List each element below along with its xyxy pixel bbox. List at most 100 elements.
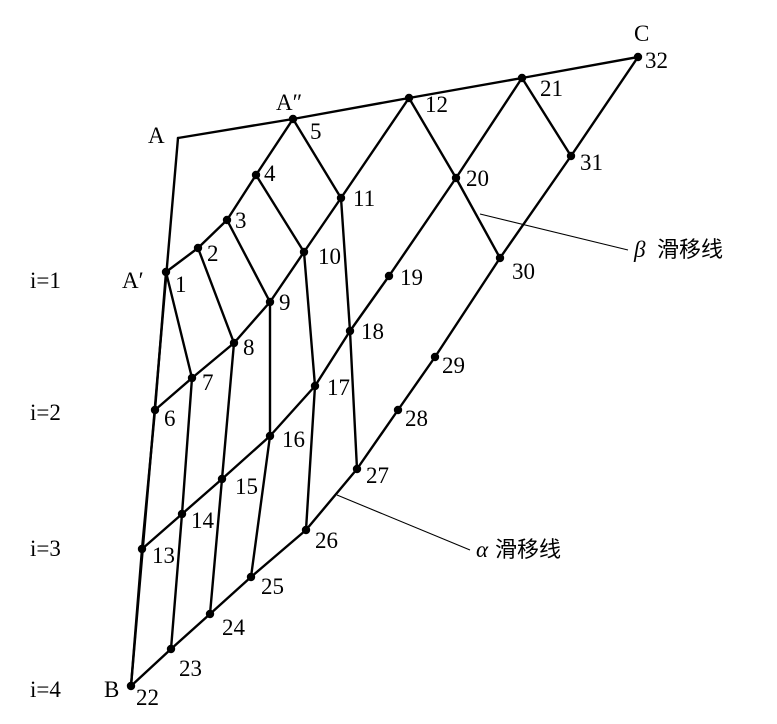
node-32 <box>633 52 643 62</box>
beta-symbol: β <box>633 237 646 262</box>
node-label-15: 15 <box>235 474 258 499</box>
alpha-symbol: α <box>476 537 489 562</box>
node-19 <box>384 271 394 281</box>
node-1 <box>161 267 171 277</box>
node-22 <box>126 681 136 691</box>
slip-line-segment-20-21 <box>454 76 524 180</box>
node-label-24: 24 <box>222 615 246 640</box>
corner-labels: A A′ A″ B C <box>104 21 649 702</box>
node-25 <box>246 572 256 582</box>
node-label-14: 14 <box>191 508 215 533</box>
slip-line-segment-5-11 <box>291 117 343 200</box>
slip-line-segment-2-8 <box>196 246 236 345</box>
slip-line-segment-23-24 <box>169 612 212 651</box>
slip-line-segment-3-4 <box>225 173 258 222</box>
node-label-20: 20 <box>466 166 489 191</box>
slip-line-segment-13-22 <box>129 547 144 688</box>
node-18 <box>345 326 355 336</box>
node-17 <box>310 381 320 391</box>
slip-line-segment-12-20 <box>407 96 458 180</box>
node-2 <box>193 243 203 253</box>
node-label-17: 17 <box>327 375 350 400</box>
node-16 <box>265 431 275 441</box>
node-12 <box>404 93 414 103</box>
node-label-1: 1 <box>175 272 187 297</box>
node-5 <box>288 114 298 124</box>
node-11 <box>336 193 346 203</box>
slip-line-segment-17-18 <box>313 329 352 388</box>
beta-callout: β 滑移线 <box>479 213 723 263</box>
slip-line-network <box>129 76 573 688</box>
node-29 <box>430 352 440 362</box>
slip-line-segment-21-31 <box>520 76 573 158</box>
row-labels: i=1 i=2 i=3 i=4 <box>30 268 61 702</box>
slip-line-segment-29-30 <box>433 256 502 359</box>
slip-line-segment-7-8 <box>190 341 236 380</box>
slip-line-segment-1-7 <box>164 270 194 380</box>
node-14 <box>177 509 187 519</box>
slip-line-segment-27-28 <box>355 408 400 471</box>
row-label-i2: i=2 <box>30 400 61 425</box>
node-7 <box>187 373 197 383</box>
slip-line-segment-18-19 <box>348 274 391 333</box>
label-A-double-prime: A″ <box>276 90 302 115</box>
slip-line-segment-18-27 <box>348 329 359 471</box>
node-label-19: 19 <box>400 265 423 290</box>
node-28 <box>393 405 403 415</box>
slip-line-segment-10-11 <box>302 196 343 254</box>
node-20 <box>451 173 461 183</box>
slip-line-segment-6-7 <box>153 376 194 412</box>
slip-line-segment-9-10 <box>268 250 306 304</box>
node-26 <box>301 525 311 535</box>
slip-line-segment-28-29 <box>396 355 437 412</box>
node-8 <box>229 338 239 348</box>
slip-line-segment-22-23 <box>129 647 173 688</box>
row-label-i1: i=1 <box>30 268 61 293</box>
slip-line-segment-15-24 <box>208 477 224 616</box>
node-label-21: 21 <box>540 76 563 101</box>
node-label-13: 13 <box>152 543 175 568</box>
node-21 <box>517 73 527 83</box>
node-label-12: 12 <box>425 92 448 117</box>
node-label-26: 26 <box>315 528 338 553</box>
node-points <box>126 52 643 691</box>
alpha-leader-line <box>336 494 471 551</box>
slip-line-segment-10-17 <box>302 250 317 388</box>
slip-line-segment-19-20 <box>387 176 458 278</box>
slip-line-segment-6-13 <box>140 408 157 551</box>
beta-leader-line <box>479 213 629 251</box>
node-label-7: 7 <box>202 370 214 395</box>
node-label-27: 27 <box>366 463 389 488</box>
node-label-5: 5 <box>310 119 322 144</box>
node-13 <box>137 544 147 554</box>
slip-line-segment-13-14 <box>140 512 184 551</box>
label-C: C <box>634 21 649 46</box>
label-B: B <box>104 677 119 702</box>
slip-line-segment-14-15 <box>180 477 224 516</box>
node-label-4: 4 <box>264 161 276 186</box>
node-24 <box>205 609 215 619</box>
slip-line-segment-8-15 <box>220 341 236 481</box>
node-31 <box>566 151 576 161</box>
alpha-caption: 滑移线 <box>495 538 561 563</box>
slip-line-segment-8-9 <box>232 300 272 345</box>
slip-line-segment-7-14 <box>180 376 194 516</box>
slip-line-segment-4-5 <box>254 117 295 177</box>
node-label-3: 3 <box>235 208 247 233</box>
boundary-right-edge <box>569 55 640 158</box>
node-label-11: 11 <box>353 186 375 211</box>
node-label-2: 2 <box>207 241 219 266</box>
node-label-8: 8 <box>243 335 255 360</box>
node-label-29: 29 <box>442 353 465 378</box>
node-6 <box>150 405 160 415</box>
slip-line-segment-1-2 <box>164 246 200 274</box>
node-27 <box>352 464 362 474</box>
slip-line-segment-11-18 <box>339 196 352 333</box>
slip-line-segment-15-16 <box>220 434 272 481</box>
node-label-9: 9 <box>279 290 291 315</box>
slip-line-segment-17-26 <box>304 384 317 532</box>
node-label-32: 32 <box>645 48 668 73</box>
node-9 <box>265 297 275 307</box>
slip-line-segment-20-30 <box>454 176 502 260</box>
alpha-callout: α 滑移线 <box>336 494 561 563</box>
